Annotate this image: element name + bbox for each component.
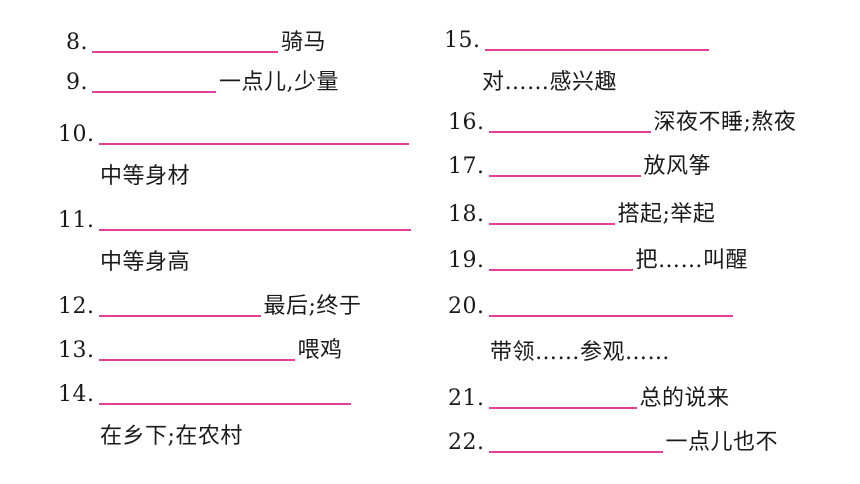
item-number: 21. xyxy=(448,386,485,411)
answer-blank[interactable] xyxy=(92,91,216,93)
answer-blank[interactable] xyxy=(488,223,615,225)
item-number: 12. xyxy=(58,294,95,319)
answer-blank[interactable] xyxy=(488,131,651,133)
exercise-item-18: 18. 搭起;举起 xyxy=(448,202,715,228)
exercise-item-11: 11. xyxy=(58,208,414,234)
exercise-item-19: 19. 把……叫醒 xyxy=(448,248,748,274)
item-meaning: 中等身高 xyxy=(100,250,191,275)
answer-blank[interactable] xyxy=(98,403,351,405)
item-number: 15. xyxy=(444,28,481,53)
item-meaning: 骑马 xyxy=(281,30,327,55)
item-meaning: 一点儿,少量 xyxy=(219,70,339,95)
exercise-item-12: 12. 最后;终于 xyxy=(58,294,361,320)
item-number: 20. xyxy=(448,294,485,319)
item-meaning: 在乡下;在农村 xyxy=(100,424,243,449)
answer-blank[interactable] xyxy=(488,407,637,409)
item-meaning: 喂鸡 xyxy=(297,338,343,363)
answer-blank[interactable] xyxy=(98,143,409,145)
item-number: 11. xyxy=(58,208,95,233)
answer-blank[interactable] xyxy=(484,49,709,51)
answer-blank[interactable] xyxy=(488,315,733,317)
item-number: 19. xyxy=(448,248,485,273)
answer-blank[interactable] xyxy=(98,359,295,361)
exercise-item-22: 22. 一点儿也不 xyxy=(448,430,778,456)
exercise-item-21: 21. 总的说来 xyxy=(448,386,730,412)
item-meaning: 最后;终于 xyxy=(263,294,362,319)
answer-blank[interactable] xyxy=(98,315,261,317)
item-number: 14. xyxy=(58,382,95,407)
exercise-item-8: 8. 骑马 xyxy=(66,30,326,56)
item-number: 13. xyxy=(58,338,95,363)
exercise-item-9: 9. 一点儿,少量 xyxy=(66,70,339,96)
exercise-item-10: 10. xyxy=(58,122,412,148)
exercise-item-15: 15. xyxy=(444,28,712,54)
answer-blank[interactable] xyxy=(488,269,633,271)
item-number: 18. xyxy=(448,202,485,227)
item-number: 9. xyxy=(66,70,88,95)
exercise-item-14: 14. xyxy=(58,382,354,408)
item-meaning: 中等身材 xyxy=(100,164,191,189)
exercise-item-16: 16. 深夜不睡;熬夜 xyxy=(448,110,796,136)
item-number: 10. xyxy=(58,122,95,147)
exercise-item-13: 13. 喂鸡 xyxy=(58,338,343,364)
exercise-item-17: 17. 放风筝 xyxy=(448,154,711,180)
answer-blank[interactable] xyxy=(98,229,411,231)
item-meaning: 放风筝 xyxy=(643,154,712,179)
item-meaning: 带领……参观…… xyxy=(490,340,671,365)
item-number: 22. xyxy=(448,430,485,455)
item-meaning: 深夜不睡;熬夜 xyxy=(653,110,797,135)
answer-blank[interactable] xyxy=(488,175,641,177)
item-meaning: 一点儿也不 xyxy=(665,430,779,455)
item-meaning: 对……感兴趣 xyxy=(482,70,618,95)
item-number: 16. xyxy=(448,110,485,135)
item-meaning: 搭起;举起 xyxy=(617,202,716,227)
answer-blank[interactable] xyxy=(92,51,278,53)
item-number: 8. xyxy=(66,30,88,55)
item-meaning: 总的说来 xyxy=(639,386,730,411)
item-number: 17. xyxy=(448,154,485,179)
exercise-item-20: 20. xyxy=(448,294,736,320)
item-meaning: 把……叫醒 xyxy=(635,248,749,273)
answer-blank[interactable] xyxy=(488,451,663,453)
